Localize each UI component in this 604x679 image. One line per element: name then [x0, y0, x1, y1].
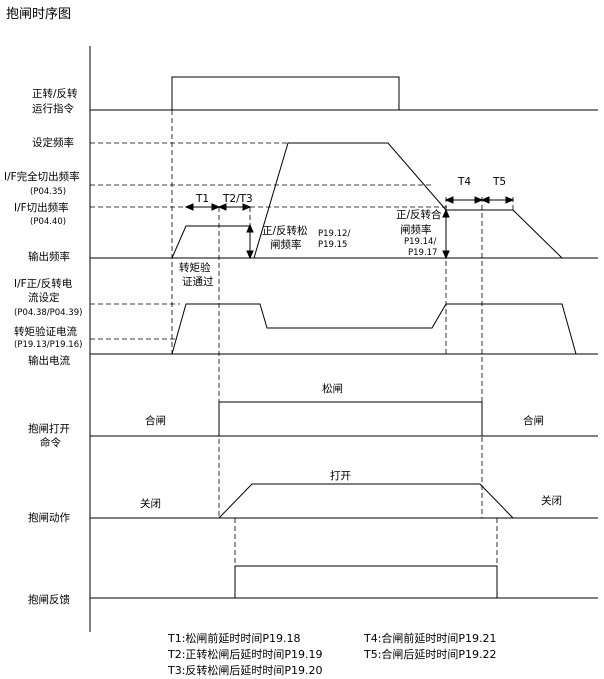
t4-arrow-head-right — [474, 196, 484, 204]
t1-arrow-head-left — [184, 203, 194, 211]
brake-command-released: 松闸 — [322, 382, 343, 395]
waveforms — [171, 76, 577, 598]
legend-t4: T4:合闸前延时时间P19.21 — [363, 631, 497, 645]
legend-t3: T3:反转松闸后延时时间P19.20 — [167, 663, 323, 677]
run-command-waveform — [171, 76, 400, 110]
release-frequency-line2: 闸频率 — [270, 238, 302, 251]
label-brake-feedback: 抱闸反馈 — [28, 593, 70, 606]
t1-label: T1 — [195, 193, 209, 205]
legend-t5: T5:合闸后延时时间P19.22 — [363, 647, 497, 661]
brake-action-open: 打开 — [330, 469, 351, 482]
label-output-current: 输出电流 — [28, 354, 70, 367]
legend-t2: T2:正转松闸后延时时间P19.19 — [167, 647, 323, 661]
label-brake-open-command-line2: 命令 — [40, 436, 61, 449]
t2t3-label: T2/T3 — [222, 193, 253, 205]
output-frequency-waveform — [171, 142, 563, 259]
brake-action-closed-left: 关闭 — [140, 497, 161, 510]
brake-action-waveform — [218, 483, 514, 519]
release-frequency-arrow-head-top — [246, 223, 254, 233]
label-if-full-cut-param: (P04.35) — [30, 187, 66, 197]
annotations: T1 T2/T3 T4 T5 转矩验 证通过 正/反转松 闸频率 P19.12/… — [140, 176, 562, 510]
label-if-full-cut-frequency: I/F完全切出频率 — [4, 170, 80, 183]
label-if-current-param: (P04.38/P04.39) — [14, 308, 82, 318]
output-current-waveform — [171, 303, 577, 355]
torque-verify-passed-line2: 证通过 — [182, 275, 214, 288]
torque-verify-passed-line1: 转矩验 — [179, 261, 211, 274]
close-frequency-line2: 闸频率 — [400, 223, 432, 236]
reference-lines — [90, 109, 598, 599]
t5-arrow-head-left — [480, 196, 490, 204]
row-labels: 正转/反转 运行指令 设定频率 I/F完全切出频率 (P04.35) I/F切出… — [4, 87, 82, 606]
label-if-cut-param: (P04.40) — [30, 217, 66, 227]
t4-arrow-head-left — [444, 196, 454, 204]
legend-t1: T1:松闸前延时时间P19.18 — [167, 631, 301, 645]
brake-command-waveform — [218, 401, 483, 436]
t5-label: T5 — [492, 176, 506, 188]
close-frequency-arrow-head-top — [442, 208, 450, 218]
label-if-current-line1: I/F正/反转电 — [14, 277, 73, 290]
brake-action-closed-right: 关闭 — [541, 494, 562, 507]
close-frequency-param-line2: P19.17 — [408, 248, 437, 258]
interval-arrows — [184, 196, 515, 260]
label-output-frequency: 输出频率 — [28, 250, 70, 263]
label-torque-verify-param: (P19.13/P19.16) — [14, 340, 82, 350]
t1-arrow-head-right — [211, 203, 221, 211]
label-run-command-line1: 正转/反转 — [32, 87, 78, 100]
label-set-frequency: 设定频率 — [32, 136, 74, 149]
brake-feedback-waveform — [234, 565, 498, 598]
t4-label: T4 — [457, 176, 471, 188]
t2t3-arrow-head-right — [242, 203, 252, 211]
t2t3-arrow-head-left — [217, 203, 227, 211]
dashed-level-lines — [90, 142, 450, 340]
close-frequency-line1: 正/反转合 — [396, 208, 442, 221]
label-if-cut-frequency: I/F切出频率 — [14, 201, 69, 214]
release-frequency-arrow-head-bottom — [246, 250, 254, 260]
label-if-current-line2: 流设定 — [28, 291, 60, 304]
brake-command-closed-right: 合闸 — [523, 414, 544, 427]
release-frequency-param-line2: P19.15 — [318, 240, 347, 250]
close-frequency-param-line1: P19.14/ — [404, 237, 436, 247]
label-brake-action: 抱闸动作 — [28, 511, 70, 524]
label-run-command-line2: 运行指令 — [32, 102, 74, 115]
legend: T1:松闸前延时时间P19.18 T2:正转松闸后延时时间P19.19 T3:反… — [167, 631, 497, 677]
release-frequency-param-line1: P19.12/ — [318, 229, 350, 239]
label-torque-verify-current: 转矩验证电流 — [14, 325, 77, 338]
brake-command-closed-left: 合闸 — [145, 414, 166, 427]
label-brake-open-command-line1: 抱闸打开 — [28, 422, 70, 435]
diagram-title: 抱闸时序图 — [6, 6, 71, 22]
close-frequency-arrow-head-bottom — [442, 250, 450, 260]
release-frequency-line1: 正/反转松 — [262, 224, 308, 237]
t5-arrow-head-right — [505, 196, 515, 204]
